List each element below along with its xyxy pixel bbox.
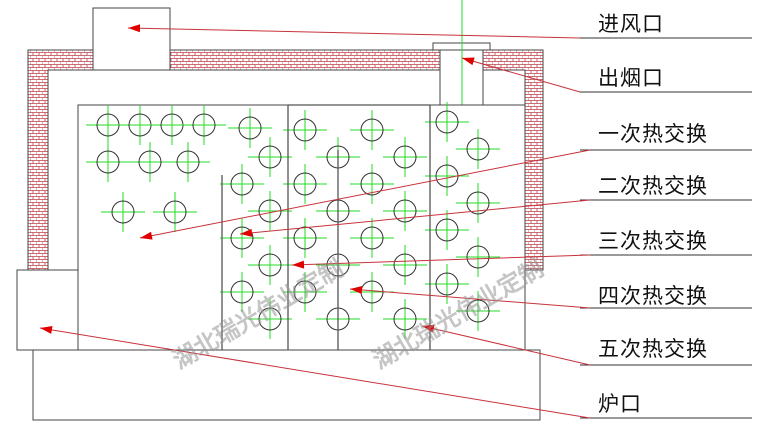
tube-circle xyxy=(176,150,200,174)
arrowhead-icon xyxy=(350,285,363,294)
label-heat-exchange-5: 五次热交换 xyxy=(598,337,708,361)
label-heat-exchange-3: 三次热交换 xyxy=(598,229,708,253)
baffles xyxy=(221,104,431,350)
label-heat-exchange-1: 一次热交换 xyxy=(598,122,708,146)
tube-circle xyxy=(360,118,384,142)
label-heat-exchange-4: 四次热交换 xyxy=(598,284,708,308)
tube-circle xyxy=(293,280,317,304)
tube-circle xyxy=(466,245,490,269)
tube-circle xyxy=(258,145,282,169)
leader-line xyxy=(291,254,591,266)
tube-circle xyxy=(138,150,162,174)
tube-circle xyxy=(393,199,417,223)
leader-line xyxy=(421,325,591,366)
label-smoke-outlet: 出烟口 xyxy=(598,66,664,90)
air-inlet-box xyxy=(92,7,171,71)
tube-circle xyxy=(238,116,262,140)
leader-line xyxy=(349,288,591,309)
tube-circle xyxy=(258,253,282,277)
tube-circle xyxy=(111,200,135,224)
tube-circle xyxy=(258,307,282,331)
tube-circle xyxy=(360,226,384,250)
tube-circle xyxy=(192,113,216,137)
arrowhead-icon xyxy=(462,57,475,66)
tube-circle xyxy=(230,280,254,304)
arrowhead-icon xyxy=(422,324,435,333)
tube-circle xyxy=(466,299,490,323)
tube-circle xyxy=(393,307,417,331)
tube-circle xyxy=(230,226,254,250)
leader-line xyxy=(139,149,591,239)
tube-circle xyxy=(435,218,459,242)
tube-circle xyxy=(435,110,459,134)
tube-circle xyxy=(466,137,490,161)
tube-circle xyxy=(435,272,459,296)
tube-circle xyxy=(163,200,187,224)
tube-circle xyxy=(293,118,317,142)
tube-circle xyxy=(393,145,417,169)
arrowhead-icon xyxy=(128,24,141,33)
tube-circle xyxy=(293,226,317,250)
furnace-door-box xyxy=(16,269,79,351)
arrowhead-icon xyxy=(292,260,305,269)
label-air-inlet: 进风口 xyxy=(598,12,664,36)
tube-grid xyxy=(86,102,500,339)
arrowhead-icon xyxy=(240,228,253,237)
tube-circle xyxy=(96,150,120,174)
label-heat-exchange-2: 二次热交换 xyxy=(598,174,708,198)
tube-circle xyxy=(393,253,417,277)
arrowhead-icon xyxy=(140,231,153,240)
tube-circle xyxy=(293,172,317,196)
tube-circle xyxy=(258,199,282,223)
tube-circle xyxy=(360,172,384,196)
furnace-base xyxy=(32,349,541,421)
leader-line xyxy=(39,327,591,419)
arrowhead-icon xyxy=(40,325,53,334)
label-furnace-door: 炉口 xyxy=(598,392,642,416)
leader-line xyxy=(127,27,581,39)
leader-line xyxy=(461,57,581,93)
leader-line xyxy=(239,199,591,235)
leader-lines xyxy=(39,24,752,419)
tube-circle xyxy=(466,191,490,215)
tube-circle xyxy=(230,172,254,196)
